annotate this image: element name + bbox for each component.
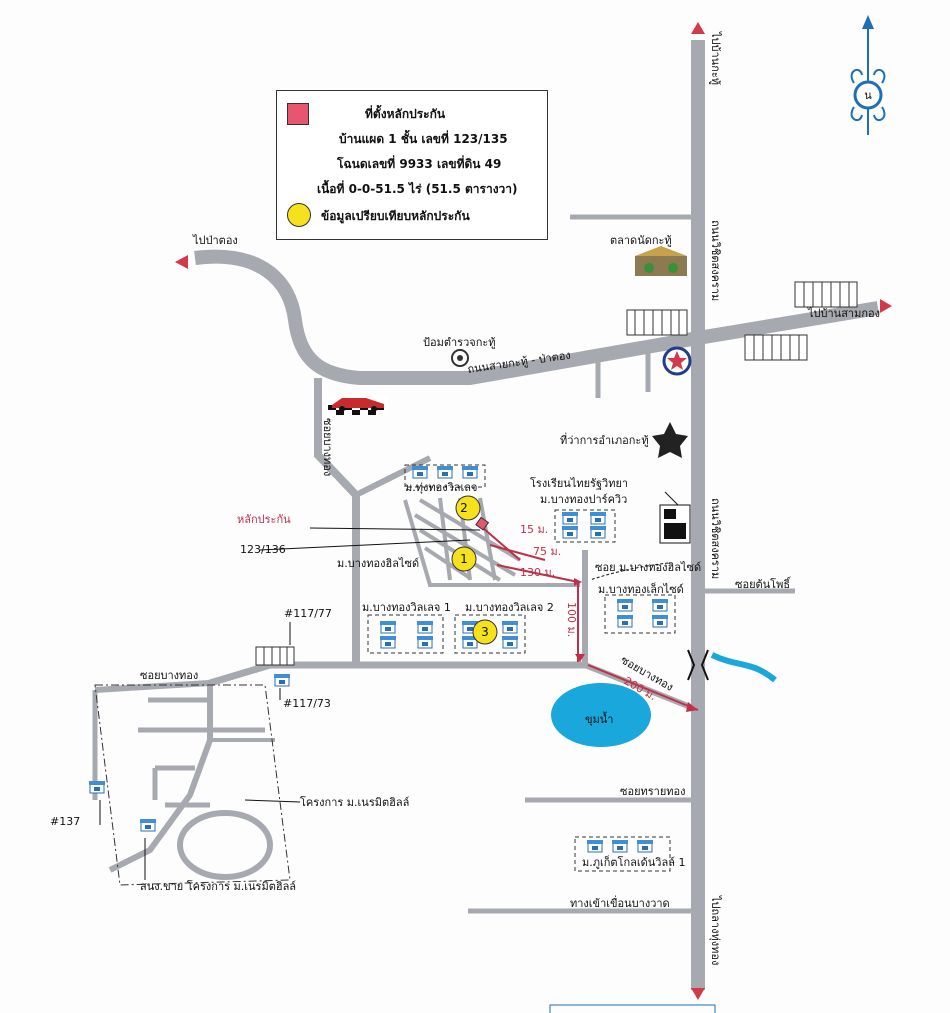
north-compass-icon: น (850, 15, 886, 135)
label-nermit-sales: สนง.ขาย โครงการ ม.เนรมิตฮิลล์ (140, 879, 296, 893)
label-to-sam-kong: ไปบ้านสามกอง (807, 307, 880, 320)
compass-letter: น (864, 89, 872, 102)
collateral-marker (475, 516, 490, 531)
label-bang-wad: ทางเข้าเขื่อนบางวาด (570, 895, 670, 910)
market-icon (635, 246, 687, 276)
label-soi-bang-thong-vertical: ซอยบางทอง (321, 418, 334, 476)
label-to-kathu-lake: ไปถลางทุ่งทอง (709, 895, 722, 965)
soi-bang-thong-horizontal (208, 661, 585, 687)
road-network (92, 40, 880, 990)
bridge-icon (687, 649, 709, 681)
race-car-icon (328, 395, 388, 415)
label-dist-100: 100 ม. (565, 602, 578, 637)
legend-comparison: ข้อมูลเปรียบเทียบหลักประกัน (321, 209, 470, 223)
legend-line1: บ้านแผด 1 ชั้น เลขที่ 123/135 (339, 132, 508, 146)
shophouse-rows (255, 281, 858, 666)
label-park-villa: ม.บางทองปาร์ควิว (540, 493, 627, 506)
label-kathu-police: ป้อมตำรวจกะทู้ (423, 336, 496, 349)
marker-3-label: 3 (481, 625, 489, 639)
label-dist-130: 130 ม. (520, 566, 555, 579)
route-lines (482, 527, 699, 711)
legend-box: ที่ตั้งหลักประกัน บ้านแผด 1 ชั้น เลขที่ … (276, 90, 548, 240)
label-ref-117-77: #117/77 (284, 607, 332, 620)
label-123-136: 123/136 (240, 543, 286, 556)
label-wichit-lower: ถนนวิชิตสงคราม (709, 498, 722, 579)
label-wichit-upper: ถนนวิชิตสงคราม (709, 220, 722, 301)
label-little-side: ม.บางทองเล็กไซด์ (598, 582, 684, 596)
label-village2: ม.บางทองวิลเลจ 2 (465, 601, 554, 614)
label-dist-15: 15 ม. (520, 523, 548, 536)
label-nermit-hill: โครงการ ม.เนรมิตฮิลล์ (300, 795, 409, 809)
label-ref-117-73: #117/73 (283, 697, 331, 710)
legend-line2: โฉนดเลขที่ 9933 เลขที่ดิน 49 (337, 157, 502, 171)
village-boxes (88, 464, 676, 886)
label-thai-rat-school: โรงเรียนไทยรัฐวิทยา (530, 476, 628, 490)
label-district-office: ที่ว่าการอำเภอกะทู้ (560, 432, 649, 447)
label-to-ban-kathu: ไปบ้านกะทู้ (709, 31, 722, 85)
label-soi-hillside: ซอย ม.บางทองฮิลไซด์ (595, 561, 701, 574)
label-dist-75: 75 ม. (533, 545, 561, 558)
school-icon (659, 504, 691, 544)
label-ref-137: #137 (50, 815, 80, 828)
label-pond: ขุมน้ำ (585, 711, 613, 726)
soi-bang-thong-vertical (314, 378, 360, 665)
label-thung-thong-ville: ม.ทุ่งทองวิลเลจ (405, 481, 477, 494)
bottom-frame (549, 1004, 716, 1013)
comparison-markers (451, 495, 498, 645)
label-hillside: ม.บางทองฮิลไซด์ (337, 557, 419, 570)
gas-station-icon (662, 346, 692, 376)
kathu-patong-road (194, 249, 880, 385)
police-post-icon (451, 349, 469, 367)
legend-line3: เนื้อที่ 0-0-51.5 ไร่ (51.5 ตารางวา) (317, 182, 518, 196)
label-soi-sai-thong: ซอยทรายทอง (620, 785, 686, 798)
canal (710, 652, 777, 683)
pond (551, 683, 651, 747)
pointer-lines (99, 491, 679, 880)
marker-1-label: 1 (460, 552, 468, 566)
road-end-arrows (175, 22, 892, 1000)
label-soi-ton-pho: ซอยต้นโพธิ์ (735, 576, 792, 591)
label-village1: ม.บางทองวิลเลจ 1 (362, 601, 451, 614)
label-kathu-market: ตลาดนัดกะทู้ (610, 234, 672, 247)
marker-2-label: 2 (460, 501, 468, 515)
label-collateral: หลักประกัน (237, 513, 291, 526)
label-soi-bang-thong-left: ซอยบางทอง (140, 669, 198, 682)
label-golden-villa: ม.ภูเก็ตโกลเด้นวิลล์ 1 (582, 855, 685, 869)
legend-subject-swatch (287, 103, 309, 125)
district-office-emblem-icon (652, 422, 688, 458)
legend-comparison-swatch (287, 203, 311, 227)
legend-title: ที่ตั้งหลักประกัน (365, 107, 446, 121)
label-to-pa-tong: ไปป่าตอง (192, 234, 238, 247)
